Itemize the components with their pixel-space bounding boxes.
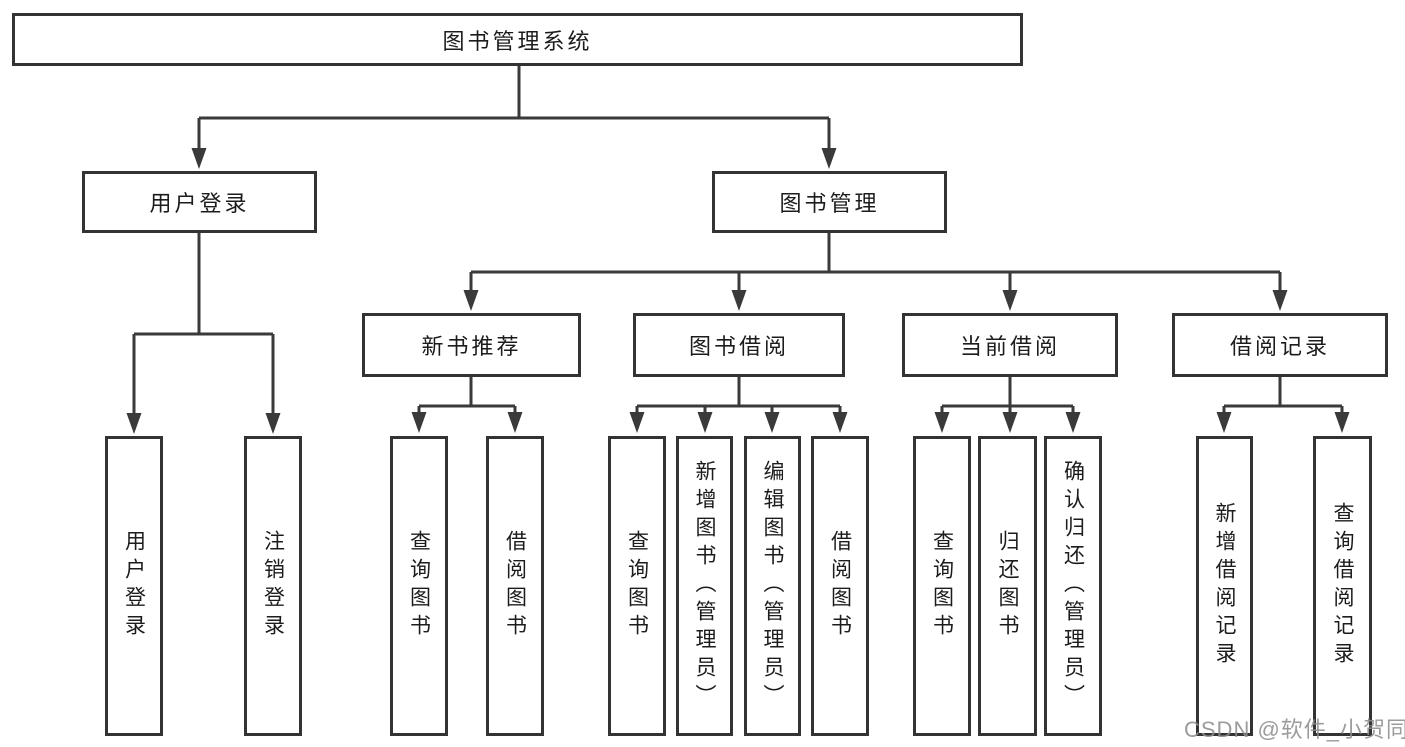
node-new-book-recommend: 新书推荐 bbox=[362, 313, 581, 377]
node-current-borrow-label: 当前借阅 bbox=[959, 334, 1060, 359]
node-user-login-label: 用户登录 bbox=[149, 191, 250, 216]
leaf-user-login: 用户登录 bbox=[105, 436, 163, 736]
leaf-user-login-label: 用户登录 bbox=[122, 530, 146, 642]
leaf-query-books-recommend-label: 查询图书 bbox=[407, 530, 431, 642]
node-new-book-recommend-label: 新书推荐 bbox=[421, 334, 522, 359]
node-root-label: 图书管理系统 bbox=[442, 28, 593, 54]
leaf-return-book: 归还图书 bbox=[978, 436, 1037, 736]
node-current-borrow: 当前借阅 bbox=[902, 313, 1118, 377]
leaf-edit-book-admin-label: 编辑图书（管理员） bbox=[761, 460, 784, 712]
leaf-return-book-label: 归还图书 bbox=[996, 530, 1019, 642]
node-book-management: 图书管理 bbox=[712, 171, 947, 233]
node-root: 图书管理系统 bbox=[12, 13, 1023, 66]
leaf-add-borrow-record-label: 新增借阅记录 bbox=[1213, 502, 1236, 670]
node-borrow-records-label: 借阅记录 bbox=[1229, 334, 1330, 359]
leaf-query-books-recommend: 查询图书 bbox=[390, 436, 448, 736]
node-borrow-records: 借阅记录 bbox=[1172, 313, 1388, 377]
leaf-borrow-books-2: 借阅图书 bbox=[811, 436, 869, 736]
node-book-management-label: 图书管理 bbox=[779, 191, 880, 216]
leaf-query-books-current-label: 查询图书 bbox=[930, 530, 954, 642]
node-book-borrow: 图书借阅 bbox=[633, 313, 845, 377]
leaf-confirm-return-admin: 确认归还（管理员） bbox=[1044, 436, 1102, 736]
leaf-edit-book-admin: 编辑图书（管理员） bbox=[744, 436, 801, 736]
leaf-query-borrow-record: 查询借阅记录 bbox=[1313, 436, 1372, 736]
leaf-add-borrow-record: 新增借阅记录 bbox=[1196, 436, 1253, 736]
node-book-borrow-label: 图书借阅 bbox=[688, 334, 789, 359]
leaf-query-books-borrow-label: 查询图书 bbox=[625, 530, 649, 642]
leaf-borrow-books-2-label: 借阅图书 bbox=[828, 530, 852, 642]
leaf-confirm-return-admin-label: 确认归还（管理员） bbox=[1061, 460, 1085, 712]
watermark: CSDN @软件_小贺同学 bbox=[1184, 717, 1405, 742]
leaf-query-borrow-record-label: 查询借阅记录 bbox=[1331, 502, 1354, 670]
leaf-borrow-books-recommend: 借阅图书 bbox=[486, 436, 544, 736]
leaf-logout-label: 注销登录 bbox=[261, 530, 285, 642]
leaf-borrow-books-recommend-label: 借阅图书 bbox=[503, 530, 527, 642]
arrowheads bbox=[126, 148, 1350, 434]
leaf-add-book-admin-label: 新增图书（管理员） bbox=[693, 460, 716, 712]
leaf-query-books-borrow: 查询图书 bbox=[608, 436, 666, 736]
leaf-query-books-current: 查询图书 bbox=[913, 436, 971, 736]
node-user-login: 用户登录 bbox=[82, 171, 317, 233]
leaf-add-book-admin: 新增图书（管理员） bbox=[676, 436, 733, 736]
leaf-logout: 注销登录 bbox=[244, 436, 302, 736]
